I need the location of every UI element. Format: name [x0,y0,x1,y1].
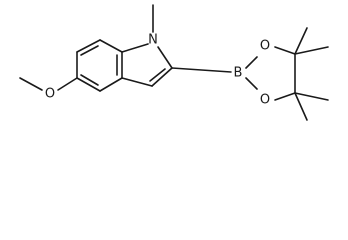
bond-me-bottom-down [294,92,308,121]
bond-b-o-bottom [245,77,258,90]
bond-c5-c4 [76,77,101,92]
bond-c7a-n1 [121,43,149,53]
indole-nitrogen-label: N [148,33,158,48]
bond-b-o-top [245,56,258,69]
bond-me-bottom-right [294,92,329,101]
benzene-ring [76,39,123,92]
ring-oxygen-bottom-label: O [260,93,270,108]
bond-o-methyl [19,77,43,91]
boron-label: B [234,66,243,81]
bond-me-top-right [294,46,329,55]
ring-oxygen-top-label: O [260,39,270,54]
pyrrole-ring [121,43,173,87]
bond-n1-c2 [157,46,173,69]
bond-c5-c4-inner [80,74,99,86]
methoxy-oxygen-label: O [45,87,55,102]
methoxy-group [19,77,78,91]
bond-o-top-c [274,46,296,55]
bond-c7a-c7 [99,39,123,53]
bond-me-top-up [294,27,308,55]
bond-c2-b [171,67,232,73]
bond-c2-c3 [151,67,173,87]
bond-c7-c6 [76,39,101,53]
bond-c4-c3a [99,77,123,92]
bond-c6-c6-inner [80,45,99,56]
bond-o-bottom-c [274,92,296,101]
bond-c5-o [57,77,78,91]
bond-c3-c3a [121,77,153,87]
chemical-structure-diagram: O N B O O [19,4,329,121]
bond-c2-c3-inner [149,68,166,82]
boronate-ester [171,27,329,121]
